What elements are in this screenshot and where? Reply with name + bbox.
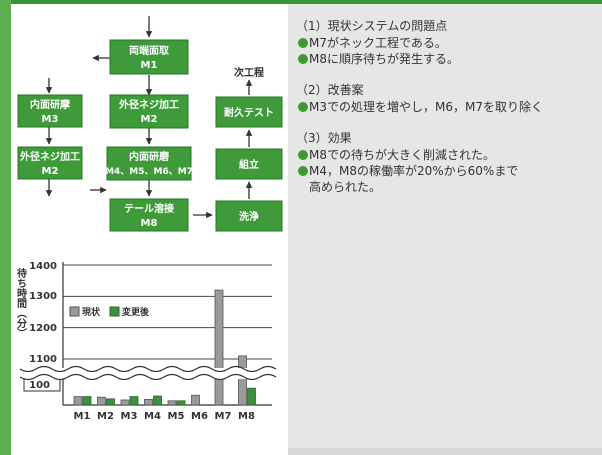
axis-break-waves xyxy=(19,365,277,381)
bar-M8-improved xyxy=(247,387,256,406)
box-naimen-center-line2: M4、M5、M6、M7 xyxy=(105,167,193,177)
s3-line1-row: M8での待ちが大きく削減された。 xyxy=(298,147,495,163)
bar-M1-current xyxy=(73,396,83,406)
x-tick-M5: M5 xyxy=(168,411,185,422)
chart-bars xyxy=(73,289,256,406)
box-kumitate: 組立 xyxy=(215,148,283,180)
box-kumitate-label: 組立 xyxy=(239,158,259,171)
legend-label-improved: 変更後 xyxy=(122,306,150,318)
box-gaikei-right-line1: 外径ネジ加工 xyxy=(118,98,179,111)
box-naimen-left: 内面研摩 M3 xyxy=(17,94,83,128)
break-box: 100 xyxy=(23,375,61,392)
legend-swatch-improved xyxy=(109,306,120,317)
x-tick-labels: M1 M2 M3 M4 M5 M6 M7 M8 xyxy=(74,411,255,422)
box-tail-line1: テール溶接 xyxy=(124,202,174,215)
y-axis-label: 待ち時間（分） xyxy=(15,267,28,338)
bar-M6-current xyxy=(191,394,200,406)
box-taikyu: 耐久テスト xyxy=(215,96,283,128)
bullet-icon xyxy=(298,166,308,176)
x-tick-M8: M8 xyxy=(238,411,255,422)
box-tail-line2: M8 xyxy=(141,218,158,229)
box-gaikei-left: 外径ネジ加工 M2 xyxy=(17,146,83,180)
left-accent-bar xyxy=(0,0,11,455)
s3-line2-row: M4，M8の稼働率が20%から60%まで xyxy=(298,163,518,179)
box-gaikei-right: 外径ネジ加工 M2 xyxy=(109,94,189,129)
wait-time-chart: 1400 1300 1200 1100 100 M1 M2 M3 M4 M5 M6 M7 M8… xyxy=(15,261,277,422)
s3-line2: M4，M8の稼働率が20%から60%まで xyxy=(309,164,519,178)
next-process-label: 次工程 xyxy=(234,66,264,79)
legend-swatch-current xyxy=(69,306,80,317)
tick-label-1400: 1400 xyxy=(29,261,57,272)
bar-M2-improved xyxy=(106,398,115,406)
chart-gridlines xyxy=(63,264,272,360)
tick-label-1200: 1200 xyxy=(29,323,57,334)
box-naimen-center: 内面研磨 M4、M5、M6、M7 xyxy=(105,146,193,181)
top-accent-line xyxy=(0,0,602,4)
box-senjo-label: 洗浄 xyxy=(239,210,259,223)
box-senjo: 洗浄 xyxy=(215,200,283,232)
s3-title: （3）効果 xyxy=(296,131,352,145)
box-ryotan-line1: 両端面取 xyxy=(129,44,170,57)
box-naimen-left-line2: M3 xyxy=(42,114,59,125)
s2-line1-row: M3での処理を増やし，M6，M7を取り除く xyxy=(298,99,543,115)
s2-title: （2）改善案 xyxy=(296,83,364,97)
bar-M1-improved xyxy=(82,396,92,406)
bar-M5-current xyxy=(167,400,177,406)
box-naimen-left-line1: 内面研摩 xyxy=(30,98,71,111)
bullet-icon xyxy=(298,38,308,48)
chart-legend: 現状 変更後 xyxy=(69,306,150,318)
bullet-icon xyxy=(298,102,308,112)
x-tick-M6: M6 xyxy=(191,411,208,422)
bar-M4-current xyxy=(144,398,153,406)
bar-M3-current xyxy=(120,399,130,406)
bar-M7-current xyxy=(214,289,224,406)
bar-M5-improved xyxy=(176,400,186,406)
s1-line2: M8に順序待ちが発生する。 xyxy=(309,52,459,66)
bullet-icon xyxy=(298,150,308,160)
box-gaikei-left-line1: 外径ネジ加工 xyxy=(19,150,80,163)
box-gaikei-right-line2: M2 xyxy=(141,114,158,125)
x-tick-M4: M4 xyxy=(144,411,161,422)
s3-line1: M8での待ちが大きく削減された。 xyxy=(309,148,495,162)
bullet-icon xyxy=(298,54,308,64)
s1-line1-row: M7がネック工程である。 xyxy=(298,35,447,51)
bar-M8-current xyxy=(238,355,247,406)
box-ryotan-m1: 両端面取 M1 xyxy=(109,39,189,75)
bar-M2-current xyxy=(97,396,106,406)
s2-line1: M3での処理を増やし，M6，M7を取り除く xyxy=(309,100,543,114)
box-naimen-center-line1: 内面研磨 xyxy=(129,150,170,163)
box-tail-m8: テール溶接 M8 xyxy=(109,198,189,232)
x-tick-M1: M1 xyxy=(74,411,91,422)
tick-label-1300: 1300 xyxy=(29,291,57,302)
x-tick-M3: M3 xyxy=(121,411,138,422)
s1-line2-row: M8に順序待ちが発生する。 xyxy=(298,51,459,67)
notes-panel xyxy=(288,4,602,455)
bar-M4-improved xyxy=(153,395,162,406)
tick-label-1100: 1100 xyxy=(29,354,57,365)
box-ryotan-line2: M1 xyxy=(141,60,158,71)
tick-label-100: 100 xyxy=(29,380,50,391)
box-taikyu-label: 耐久テスト xyxy=(224,106,274,119)
x-tick-M2: M2 xyxy=(97,411,114,422)
s1-line1: M7がネック工程である。 xyxy=(309,36,447,50)
s1-title: （1）現状システムの問題点 xyxy=(296,19,448,33)
bar-M3-improved xyxy=(129,396,139,406)
x-tick-M7: M7 xyxy=(215,411,232,422)
notes-panel-footer xyxy=(288,448,602,455)
s3-line2-cont: 高められた。 xyxy=(309,180,382,194)
box-gaikei-left-line2: M2 xyxy=(42,166,59,177)
process-flow-diagram: 両端面取 M1 外径ネジ加工 M2 内面研摩 M3 外径ネジ加工 M2 内面研磨… xyxy=(17,16,283,232)
legend-label-current: 現状 xyxy=(82,306,101,318)
